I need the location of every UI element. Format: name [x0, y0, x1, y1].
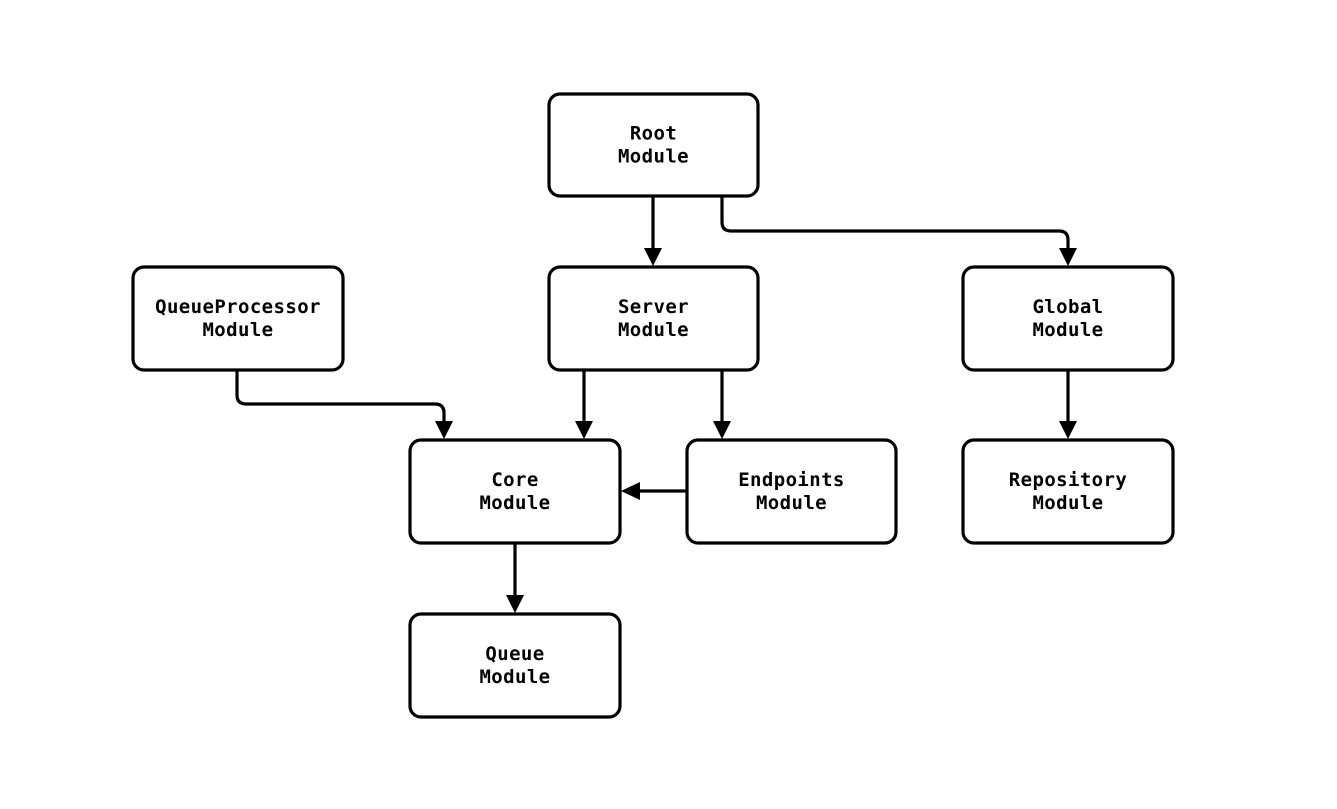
- edge-line: [720, 196, 1070, 250]
- edge-line: [235, 370, 446, 423]
- edges-layer: Root Module to Server Module Root Module …: [235, 196, 1077, 613]
- nodes-layer: RootModuleQueueProcessorModuleServerModu…: [131, 92, 1175, 719]
- arrowhead-icon: [621, 482, 640, 500]
- node-box[interactable]: [131, 265, 345, 372]
- edge-endpoints-to-core: Endpoints Module to Core Module: [621, 482, 687, 500]
- arrowhead-icon: [575, 421, 593, 439]
- edge-root-to-global: Root Module to Global Module: [720, 196, 1077, 266]
- node-label-line1: Core: [491, 469, 538, 491]
- node-label-line1: Root: [630, 123, 677, 145]
- node-label-line2: Module: [618, 146, 689, 168]
- arrowhead-icon: [435, 421, 453, 439]
- node-label-line1: Queue: [485, 643, 544, 665]
- node-label-line1: Global: [1032, 296, 1103, 318]
- edge-queueprocessor-to-core: QueueProcessor Module to Core Module: [235, 370, 453, 439]
- node-box[interactable]: [408, 438, 622, 545]
- node-label-line2: Module: [479, 492, 550, 514]
- node-label-line2: Module: [202, 319, 273, 341]
- node-label-line2: Module: [1032, 492, 1103, 514]
- node-label-line1: Endpoints: [738, 469, 845, 491]
- node-box[interactable]: [547, 92, 760, 198]
- node-box[interactable]: [961, 265, 1175, 372]
- arrowhead-icon: [644, 248, 662, 266]
- edge-server-to-endpoints: Server Module to Endpoints Module: [713, 370, 731, 439]
- edge-core-to-queue: Core Module to Queue Module: [506, 543, 524, 613]
- node-box[interactable]: [408, 612, 622, 719]
- node-label-line1: QueueProcessor: [155, 296, 321, 318]
- node-box[interactable]: [961, 438, 1175, 545]
- node-box[interactable]: [547, 265, 760, 372]
- node-label-line1: Server: [618, 296, 689, 318]
- node-label-line2: Module: [756, 492, 827, 514]
- node-label-line2: Module: [479, 666, 550, 688]
- arrowhead-icon: [1059, 421, 1077, 439]
- edge-root-to-server: Root Module to Server Module: [644, 196, 662, 266]
- arrowhead-icon: [713, 421, 731, 439]
- node-label-line1: Repository: [1009, 469, 1127, 491]
- arrowhead-icon: [1059, 248, 1077, 266]
- arrowhead-icon: [506, 595, 524, 613]
- node-box[interactable]: [685, 438, 898, 545]
- edge-global-to-repository: Global Module to Repository Module: [1059, 370, 1077, 439]
- edge-server-to-core: Server Module to Core Module: [575, 370, 593, 439]
- node-label-line2: Module: [618, 319, 689, 341]
- node-label-line2: Module: [1032, 319, 1103, 341]
